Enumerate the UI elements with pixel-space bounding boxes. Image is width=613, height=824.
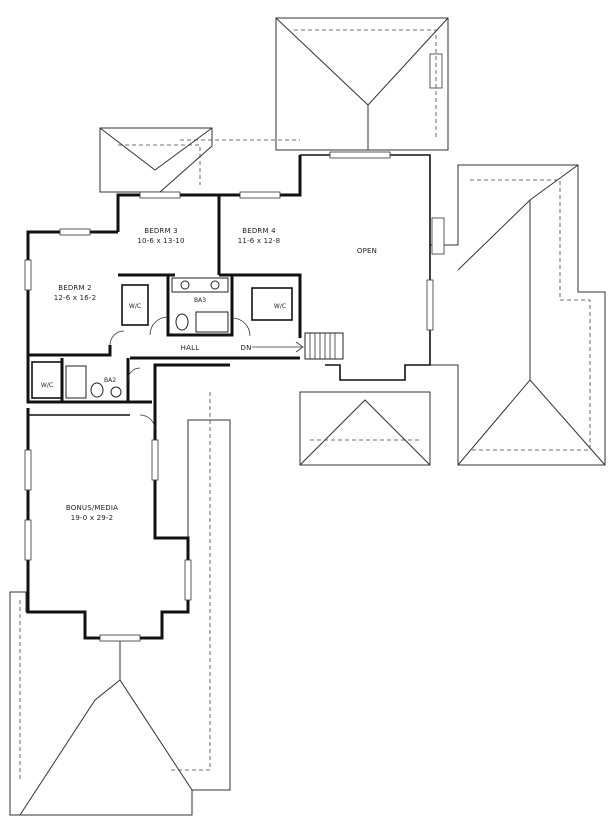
bedroom4-dims: 11-6 x 12-8 xyxy=(238,237,281,245)
ba3-vanity xyxy=(171,277,229,293)
roof-top-tower xyxy=(275,17,449,151)
bath3-name: BA3 xyxy=(194,297,206,304)
wall-open xyxy=(300,154,431,381)
wic-bed2-label: W/C xyxy=(41,382,53,389)
roof-bottom-center-hip xyxy=(299,399,431,466)
roof-lower-left-hip xyxy=(19,679,193,816)
wall-bed4-bottom xyxy=(219,273,302,338)
bedroom3-dims: 10-6 x 13-10 xyxy=(137,237,184,245)
wic-bed4-label: W/C xyxy=(274,303,286,310)
ba3-tub xyxy=(195,311,229,333)
roof-top-hip xyxy=(275,17,449,106)
roof-left-upper-hip xyxy=(99,127,213,171)
fixtures xyxy=(65,277,229,399)
bedroom4-name: BEDRM 4 xyxy=(242,227,276,235)
room-labels: BEDRM 3 10-6 x 13-10 BEDRM 4 11-6 x 12-8… xyxy=(41,227,377,522)
bedroom2-dims: 12-6 x 16-2 xyxy=(54,294,97,302)
chimney-right xyxy=(431,217,445,255)
walls xyxy=(26,154,431,640)
roof-lower-left xyxy=(9,419,231,816)
ba3-sink-left xyxy=(180,280,190,290)
roof-right xyxy=(429,164,606,466)
wic-bed4 xyxy=(251,287,293,321)
wall-bonus xyxy=(26,363,230,640)
wall-bed2-bottom xyxy=(28,345,112,357)
roof-right-hip-b xyxy=(457,379,606,466)
wic-bed2 xyxy=(31,361,63,399)
stair-arrow-head-icon xyxy=(295,341,304,353)
ba3-sink-right xyxy=(210,280,220,290)
roof-left-upper xyxy=(99,127,213,193)
ba3-toilet xyxy=(175,313,189,331)
wic-bed3 xyxy=(121,284,149,326)
roof-lines xyxy=(9,17,606,816)
ba2-tub xyxy=(65,365,87,399)
roof-bottom-center xyxy=(299,391,431,466)
bonus-dims: 19-0 x 29-2 xyxy=(71,514,114,522)
hall-label: HALL xyxy=(181,344,200,352)
bath2-name: BA2 xyxy=(104,377,116,384)
open-name: OPEN xyxy=(357,247,377,255)
stair-treads xyxy=(309,333,336,359)
stair-label: DN xyxy=(240,344,251,352)
wall-bedrooms-top xyxy=(116,155,302,232)
stair xyxy=(252,332,344,360)
windows xyxy=(24,151,434,642)
bonus-name: BONUS/MEDIA xyxy=(66,504,118,512)
wall-bedroom2 xyxy=(26,230,152,404)
ba2-toilet xyxy=(90,382,104,398)
wic-bed3-label: W/C xyxy=(129,303,141,310)
ba2-sink xyxy=(110,386,122,398)
eave-lines xyxy=(19,29,591,780)
bedroom2-name: BEDRM 2 xyxy=(58,284,92,292)
bedroom3-name: BEDRM 3 xyxy=(144,227,178,235)
wall-ba3 xyxy=(166,275,234,337)
doors xyxy=(109,316,251,431)
